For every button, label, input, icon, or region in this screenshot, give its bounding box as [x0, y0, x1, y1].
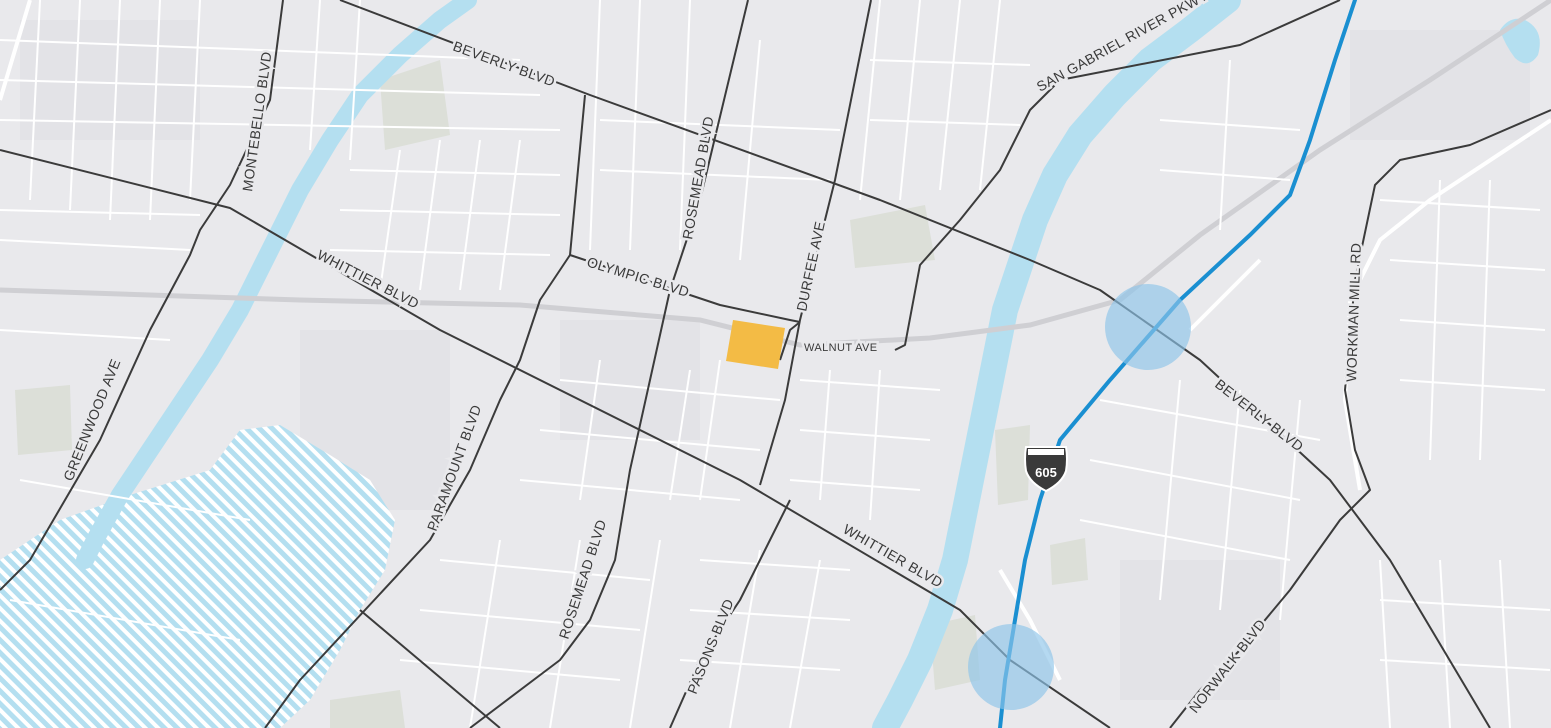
lake-hatched — [0, 425, 395, 728]
interchange-south — [968, 624, 1054, 710]
interchange-north — [1105, 284, 1191, 370]
interstate-shield-icon: 605 — [1024, 446, 1068, 493]
san-gabriel-river — [872, 0, 1241, 728]
shield-number: 605 — [1035, 465, 1057, 480]
san-gabriel-river-pkwy-road — [894, 0, 1341, 351]
label-walnut: WALNUT AVE — [804, 342, 877, 354]
rail-line — [0, 0, 1551, 348]
workman-mill-road — [1169, 109, 1551, 728]
i605-freeway — [998, 0, 1357, 728]
durfee-ave-road — [759, 0, 872, 486]
site-parcel[interactable] — [726, 320, 785, 369]
rosemead-blvd-road — [469, 0, 749, 728]
montebello-blvd-road — [0, 0, 284, 591]
paramount-blvd-road — [264, 94, 586, 728]
arterial-white-roads — [0, 0, 1551, 681]
pasons-blvd-road — [669, 499, 791, 728]
olympic-blvd-road — [569, 254, 801, 323]
walnut-ave-road — [779, 321, 801, 361]
greenwood-south-road — [359, 609, 501, 728]
beverly-blvd-road — [339, 0, 1491, 728]
rio-hondo-river — [76, 0, 477, 569]
city-blocks — [20, 20, 1530, 700]
label-workman: WORKMAN MILL RD — [1343, 242, 1364, 382]
parks — [15, 60, 1088, 728]
